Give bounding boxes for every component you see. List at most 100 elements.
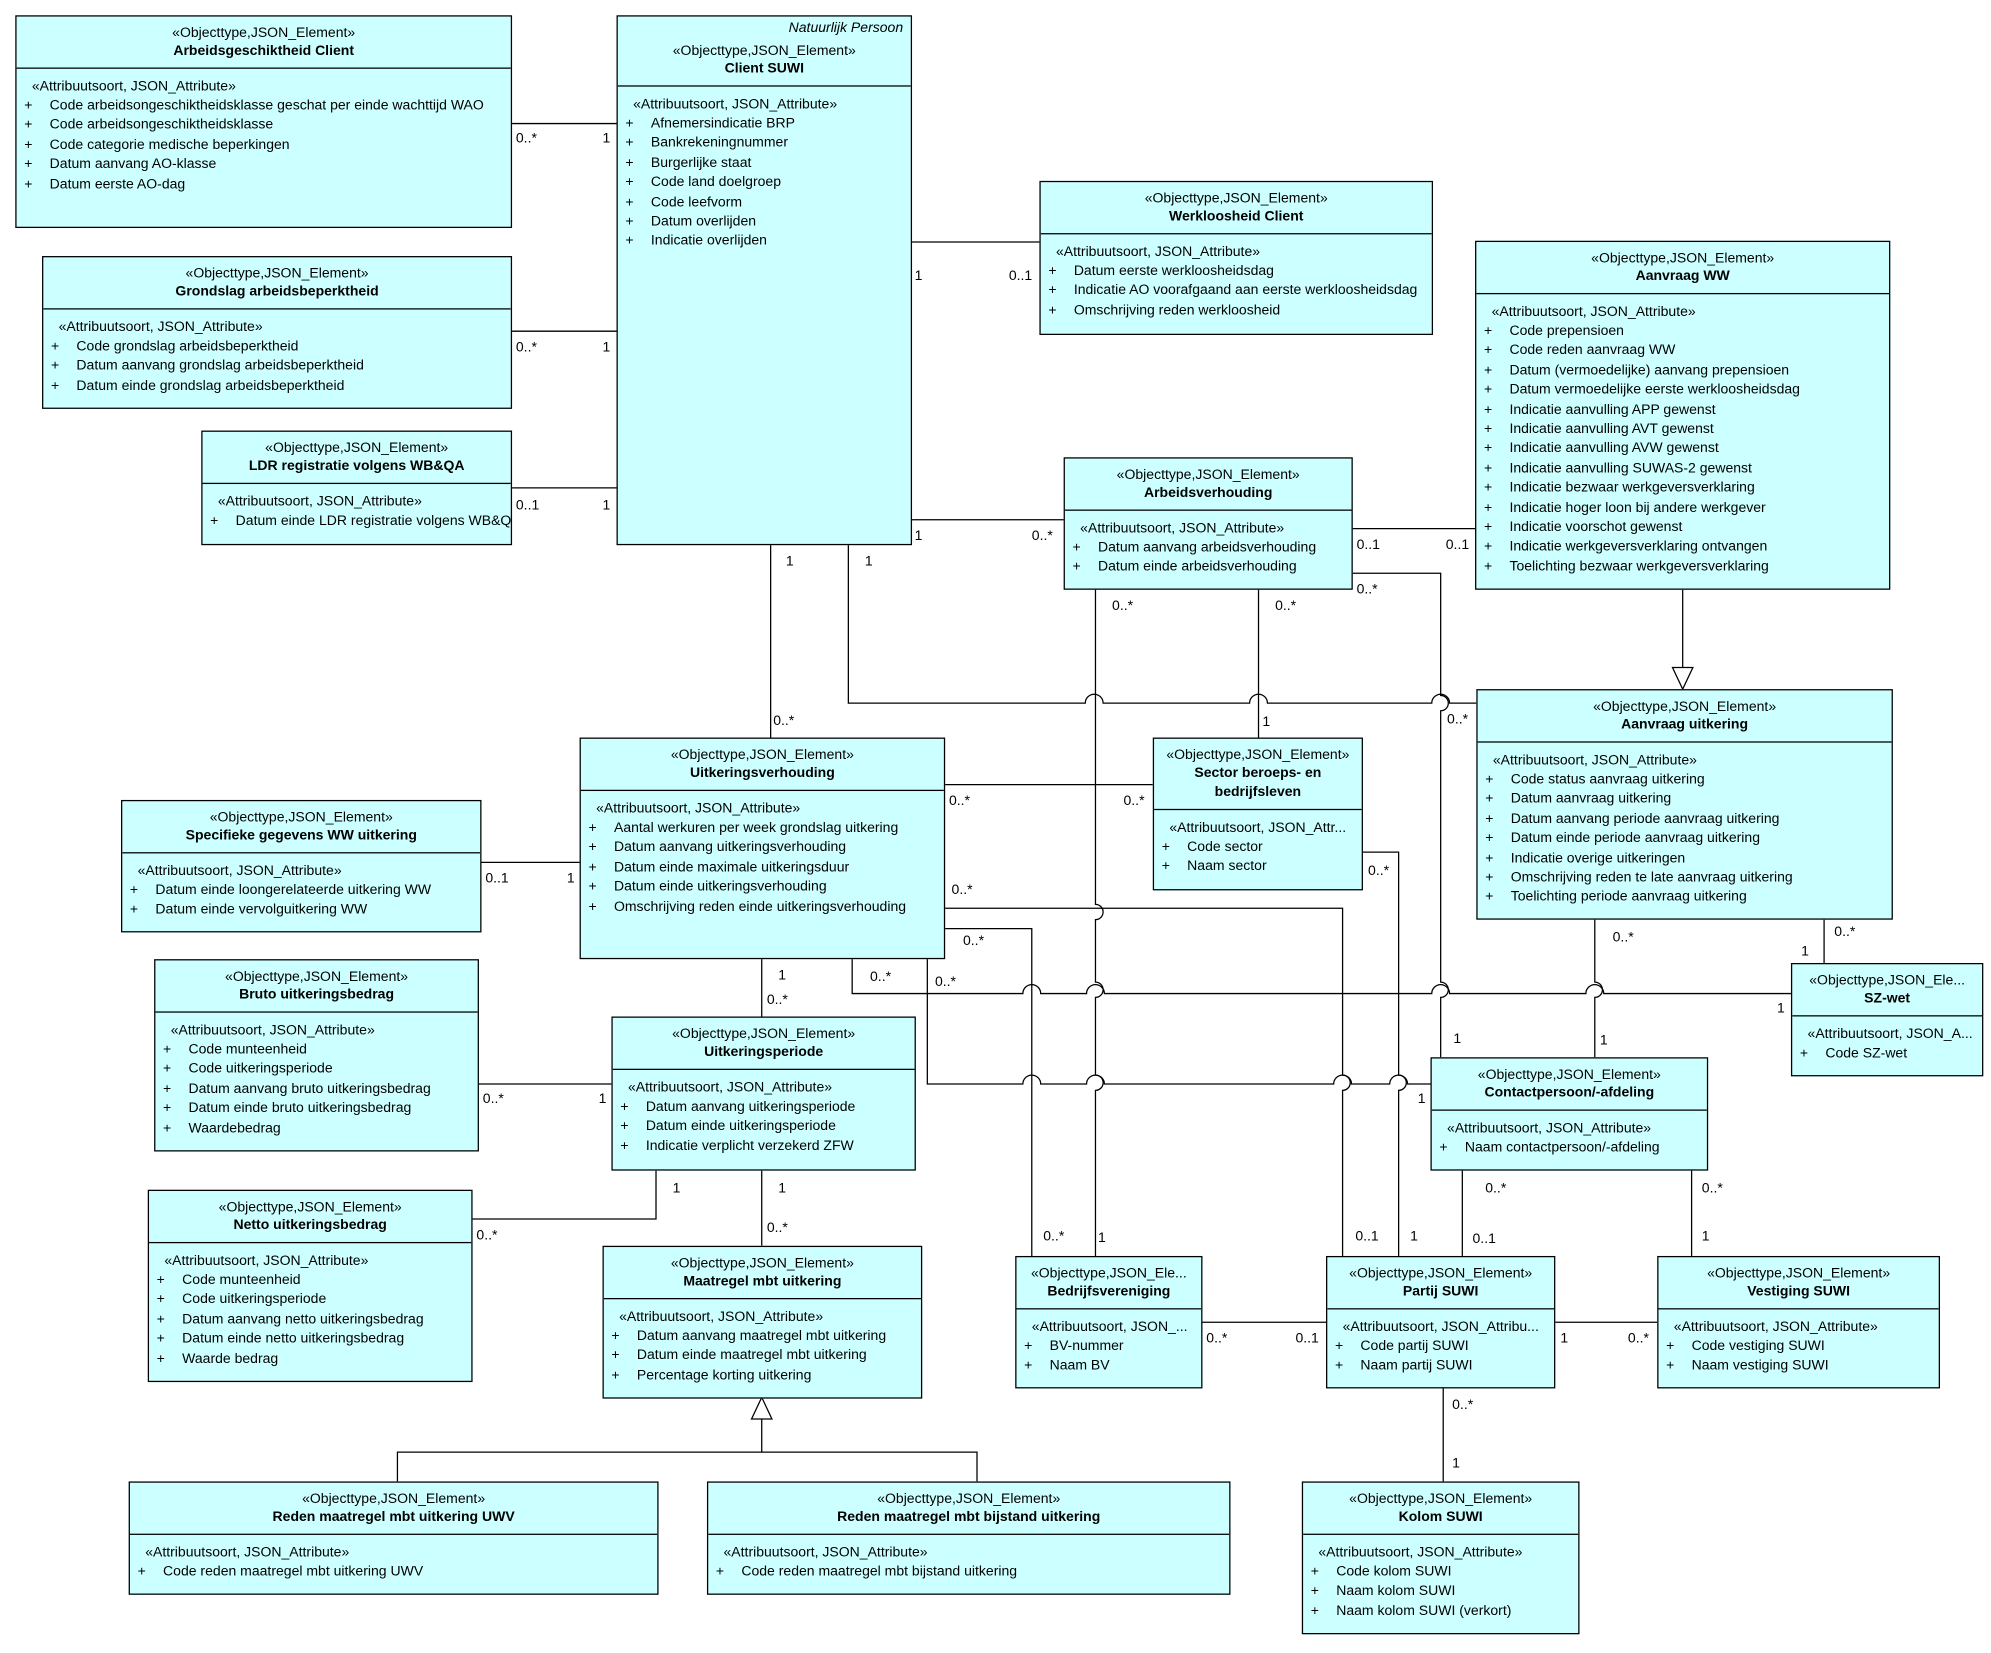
- class-name: Arbeidsgeschiktheid Client: [173, 43, 354, 59]
- attribute: Naam kolom SUWI: [1308, 1583, 1573, 1603]
- attribute-compartment: «Attribuutsoort, JSON_Attribute» Code ve…: [1658, 1309, 1938, 1381]
- attribute: Datum einde maatregel mbt uitkering: [609, 1347, 916, 1367]
- attribute: Datum einde LDR registratie volgens WB&Q…: [208, 512, 511, 532]
- attribute: Datum einde arbeidsverhouding: [1070, 558, 1346, 578]
- attribute: Code kolom SUWI: [1308, 1563, 1573, 1583]
- multiplicity-label: 1: [1801, 943, 1809, 960]
- class-uitkeringsperiode[interactable]: «Objecttype,JSON_Element» Uitkeringsperi…: [611, 1016, 916, 1171]
- multiplicity-label: 0..*: [948, 793, 971, 809]
- class-name: Bruto uitkeringsbedrag: [239, 987, 395, 1003]
- stereotype: «Objecttype,JSON_Element»: [1593, 699, 1777, 715]
- class-contactpersoon-afdeling[interactable]: «Objecttype,JSON_Element» Contactpersoon…: [1430, 1057, 1709, 1171]
- attribute: Code sector: [1159, 838, 1356, 858]
- attribute: Code status aanvraag uitkering: [1483, 771, 1887, 791]
- attribute: Toelichting bezwaar werkgeversverklaring: [1481, 558, 1884, 578]
- class-name: Client SUWI: [724, 61, 804, 77]
- class-aanvraag-uitkering[interactable]: «Objecttype,JSON_Element» Aanvraag uitke…: [1476, 689, 1893, 920]
- attribute: Indicatie aanvulling APP gewenst: [1481, 401, 1884, 421]
- multiplicity-label: 1: [1599, 1033, 1608, 1049]
- attribute-compartment: «Attribuutsoort, JSON_Attribute» Naam co…: [1432, 1111, 1707, 1164]
- class-partij-suwi[interactable]: «Objecttype,JSON_Element» Partij SUWI «A…: [1326, 1255, 1556, 1389]
- attribute-compartment: «Attribuutsoort, JSON_Attribute» Code ar…: [17, 69, 511, 200]
- multiplicity-label: 0..*: [934, 974, 957, 990]
- attribute: Naam sector: [1159, 858, 1356, 878]
- attribute: Datum eerste AO-dag: [22, 175, 506, 195]
- class-header: «Objecttype,JSON_Element» Bruto uitkerin…: [155, 960, 478, 1013]
- attribute: Indicatie aanvulling SUWAS-2 gewenst: [1481, 460, 1884, 480]
- attribute-compartment: «Attribuutsoort, JSON_Attribute» Datum e…: [122, 853, 480, 925]
- attribute: Code arbeidsongeschiktheidsklasse gescha…: [22, 97, 506, 117]
- class-reden-maatregel-bijstand[interactable]: «Objecttype,JSON_Element» Reden maatrege…: [706, 1481, 1231, 1595]
- class-name: SZ-wet: [1864, 991, 1911, 1007]
- class-bedrijfsvereniging[interactable]: «Objecttype,JSON_Ele... Bedrijfsverenigi…: [1015, 1255, 1203, 1389]
- class-grondslag-arbeidsbeperktheid[interactable]: «Objecttype,JSON_Element» Grondslag arbe…: [42, 256, 513, 409]
- attribute: Datum aanvang grondslag arbeidsbeperkthe…: [48, 357, 505, 377]
- class-aanvraag-ww[interactable]: «Objecttype,JSON_Element» Aanvraag WW «A…: [1475, 240, 1891, 590]
- attribute: Datum vermoedelijke eerste werkloosheids…: [1481, 381, 1884, 401]
- class-kolom-suwi[interactable]: «Objecttype,JSON_Element» Kolom SUWI «At…: [1301, 1481, 1580, 1635]
- class-sz-wet[interactable]: «Objecttype,JSON_Ele... SZ-wet «Attribuu…: [1790, 962, 1984, 1077]
- attribute: Indicatie hoger loon bij andere werkgeve…: [1481, 499, 1884, 519]
- class-reden-maatregel-uwv[interactable]: «Objecttype,JSON_Element» Reden maatrege…: [128, 1481, 659, 1595]
- class-arbeidsverhouding[interactable]: «Objecttype,JSON_Element» Arbeidsverhoud…: [1063, 457, 1353, 590]
- class-arbeidsgeschiktheid-client[interactable]: «Objecttype,JSON_Element» Arbeidsgeschik…: [15, 15, 513, 229]
- class-ldr-registratie[interactable]: «Objecttype,JSON_Element» LDR registrati…: [201, 430, 513, 546]
- multiplicity-label: 1: [602, 498, 611, 514]
- attribute-compartment: «Attribuutsoort, JSON_Attribu... Code pa…: [1327, 1309, 1554, 1381]
- attribute-compartment: «Attribuutsoort, JSON_Attribute» Code re…: [130, 1535, 657, 1588]
- class-name: Kolom SUWI: [1398, 1509, 1483, 1525]
- class-header: «Objecttype,JSON_Element» Grondslag arbe…: [43, 257, 511, 310]
- attribute-stereotype: «Attribuutsoort, JSON_Attribute»: [723, 1545, 928, 1561]
- class-name: Arbeidsverhouding: [1143, 485, 1273, 501]
- attribute-compartment: «Attribuutsoort, JSON_Attr... Code secto…: [1154, 810, 1362, 882]
- multiplicity-label: 0..*: [1627, 1331, 1649, 1347]
- multiplicity-label: 0..1: [1295, 1331, 1319, 1347]
- class-maatregel-mbt-uitkering[interactable]: «Objecttype,JSON_Element» Maatregel mbt …: [602, 1245, 923, 1399]
- class-sector-beroeps-bedrijfsleven[interactable]: «Objecttype,JSON_Element» Sector beroeps…: [1152, 737, 1363, 891]
- class-name: Vestiging SUWI: [1747, 1283, 1850, 1300]
- attribute-stereotype: «Attribuutsoort, JSON_A...: [1807, 1026, 1973, 1042]
- attribute-stereotype: «Attribuutsoort, JSON_Attribute»: [1492, 752, 1697, 769]
- class-header: «Objecttype,JSON_Element» Arbeidsgeschik…: [16, 17, 511, 69]
- class-uitkeringsverhouding[interactable]: «Objecttype,JSON_Element» Uitkeringsverh…: [579, 737, 946, 960]
- stereotype: «Objecttype,JSON_Element»: [1477, 1067, 1661, 1083]
- attribute: Percentage korting uitkering: [609, 1367, 916, 1387]
- class-client-suwi[interactable]: Natuurlijk Persoon «Objecttype,JSON_Elem…: [616, 15, 913, 546]
- attribute: Datum einde maximale uitkeringsduur: [586, 858, 939, 878]
- stereotype: «Objecttype,JSON_Element»: [1591, 250, 1775, 267]
- attribute: Datum (vermoedelijke) aanvang prepensioe…: [1481, 362, 1884, 382]
- attribute: Datum aanvang uitkeringsperiode: [618, 1098, 910, 1118]
- multiplicity-label: 0..*: [870, 969, 892, 985]
- multiplicity-label: 1: [1560, 1331, 1569, 1347]
- class-header: «Objecttype,JSON_Element» Aanvraag uitke…: [1477, 690, 1892, 743]
- stereotype: «Objecttype,JSON_Element»: [670, 1255, 854, 1272]
- class-name: Netto uitkeringsbedrag: [233, 1217, 387, 1234]
- attribute: Aantal werkuren per week grondslag uitke…: [586, 819, 939, 839]
- multiplicity-label: 0..*: [1701, 1180, 1723, 1197]
- multiplicity-label: 0..*: [1043, 1229, 1065, 1245]
- multiplicity-label: 0..*: [1356, 582, 1378, 598]
- attribute-stereotype: «Attribuutsoort, JSON_Attribute»: [1447, 1120, 1652, 1137]
- attribute: Datum einde uitkeringsverhouding: [586, 878, 939, 898]
- attribute: Datum aanvang uitkeringsverhouding: [586, 839, 939, 859]
- class-header: «Objecttype,JSON_Element» Kolom SUWI: [1303, 1483, 1579, 1535]
- stereotype: «Objecttype,JSON_Element»: [302, 1491, 486, 1507]
- class-netto-uitkeringsbedrag[interactable]: «Objecttype,JSON_Element» Netto uitkerin…: [147, 1189, 473, 1383]
- multiplicity-label: 0..*: [1368, 863, 1390, 879]
- class-specifieke-gegevens-ww[interactable]: «Objecttype,JSON_Element» Specifieke geg…: [121, 799, 482, 933]
- class-vestiging-suwi[interactable]: «Objecttype,JSON_Element» Vestiging SUWI…: [1657, 1255, 1940, 1389]
- attribute: Code reden maatregel mbt bijstand uitker…: [713, 1563, 1224, 1583]
- attribute-stereotype: «Attribuutsoort, JSON_Attribute»: [31, 78, 236, 95]
- attribute-compartment: «Attribuutsoort, JSON_Attribute» Datum e…: [203, 484, 511, 537]
- attribute: Naam vestiging SUWI: [1664, 1357, 1934, 1377]
- attribute: Code leefvorm: [623, 193, 906, 213]
- attribute-compartment: «Attribuutsoort, JSON_Attribute» Afnemer…: [618, 87, 911, 257]
- attribute: BV-nummer: [1022, 1337, 1197, 1357]
- attribute-stereotype: «Attribuutsoort, JSON_Attribute»: [1673, 1319, 1878, 1335]
- class-header: «Objecttype,JSON_Element» Reden maatrege…: [129, 1483, 658, 1535]
- stereotype: «Objecttype,JSON_Element»: [1349, 1266, 1533, 1282]
- class-name: Reden maatregel mbt bijstand uitkering: [837, 1509, 1101, 1525]
- class-werkloosheid-client[interactable]: «Objecttype,JSON_Element» Werkloosheid C…: [1039, 180, 1434, 336]
- class-bruto-uitkeringsbedrag[interactable]: «Objecttype,JSON_Element» Bruto uitkerin…: [154, 959, 479, 1152]
